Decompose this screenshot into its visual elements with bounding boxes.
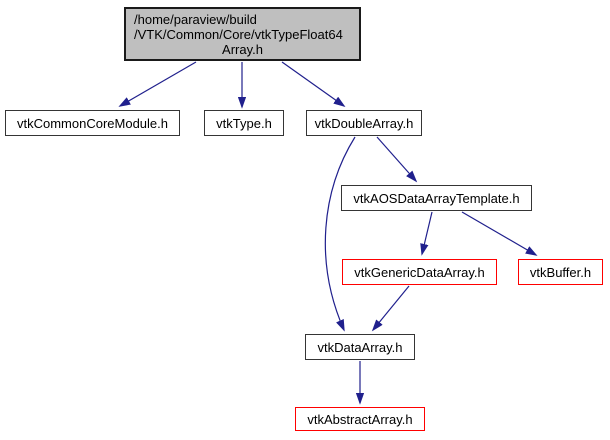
root-label-line-1: /home/paraview/build <box>134 12 257 27</box>
root-label-line-2: /VTK/Common/Core/vtkTypeFloat64 <box>134 27 343 42</box>
node-vtkabstractarray[interactable]: vtkAbstractArray.h <box>295 407 425 431</box>
node-label: vtkBuffer.h <box>529 264 592 280</box>
edge-vtkdoublearray-to-vtkaosdataarraytemplate <box>376 136 418 183</box>
node-vtkdoublearray[interactable]: vtkDoubleArray.h <box>306 110 422 136</box>
node-vtkcommoncoremodule[interactable]: vtkCommonCoreModule.h <box>5 110 180 136</box>
edge-vtkdoublearray-to-vtkdataarray <box>324 136 356 332</box>
node-root-vtktypefloat64array: /home/paraview/build /VTK/Common/Core/vt… <box>124 7 361 61</box>
node-vtktype[interactable]: vtkType.h <box>204 110 284 136</box>
node-label: vtkDataArray.h <box>317 339 403 355</box>
edge-root-to-vtkcommoncoremodule <box>118 61 197 107</box>
node-label: vtkType.h <box>216 115 272 131</box>
node-vtkdataarray[interactable]: vtkDataArray.h <box>305 334 415 360</box>
node-label: vtkAOSDataArrayTemplate.h <box>353 190 520 206</box>
node-label: vtkCommonCoreModule.h <box>16 115 168 131</box>
node-vtkaosdataarraytemplate[interactable]: vtkAOSDataArrayTemplate.h <box>341 185 532 211</box>
edge-vtkgenericdataarray-to-vtkdataarray <box>371 285 410 332</box>
edge-vtkaosdataarraytemplate-to-vtkgenericdataarray <box>420 211 433 256</box>
node-vtkgenericdataarray[interactable]: vtkGenericDataArray.h <box>342 259 497 285</box>
node-label: vtkDoubleArray.h <box>314 115 414 131</box>
node-vtkbuffer[interactable]: vtkBuffer.h <box>518 259 603 285</box>
edge-vtkaosdataarraytemplate-to-vtkbuffer <box>461 211 538 256</box>
edge-root-to-vtkdoublearray <box>281 61 346 108</box>
node-label: vtkAbstractArray.h <box>307 411 413 427</box>
root-label-line-3: Array.h <box>222 42 263 57</box>
node-label: vtkGenericDataArray.h <box>354 264 485 280</box>
